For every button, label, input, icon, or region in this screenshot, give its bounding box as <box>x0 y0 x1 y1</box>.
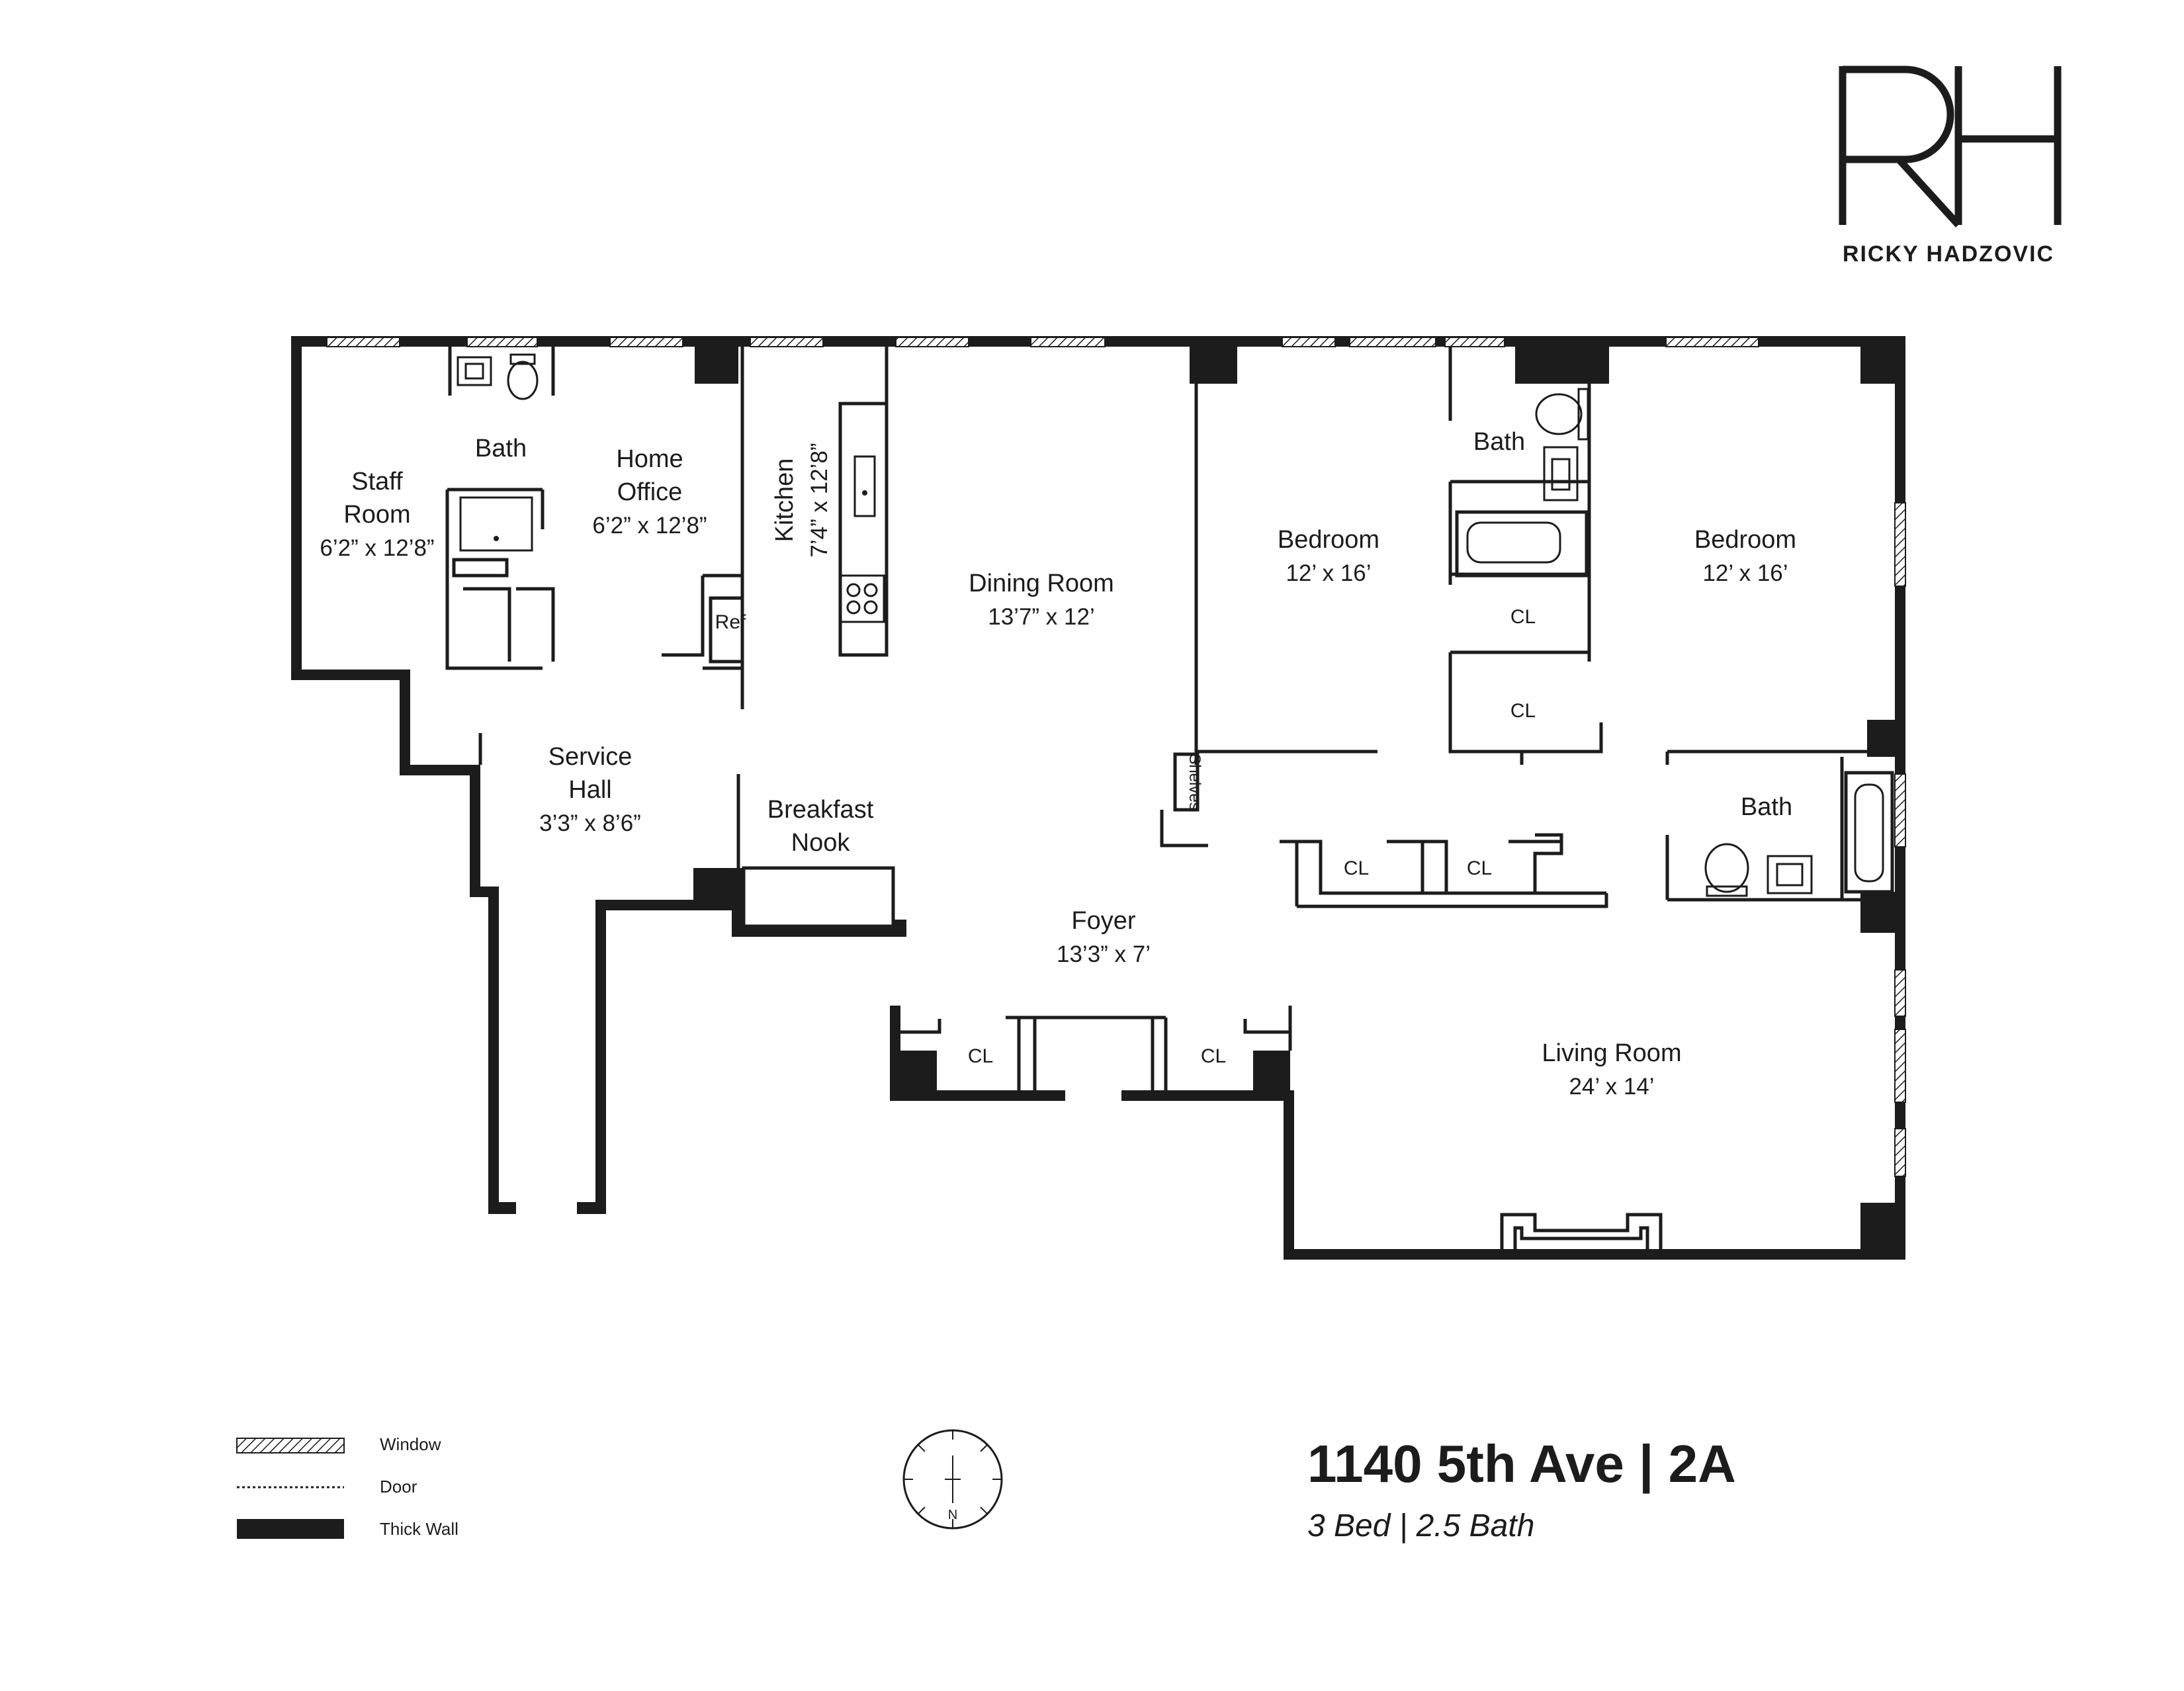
staff-room-dims: 6’2” x 12’8” <box>320 535 434 561</box>
kitchen-label: Kitchen <box>771 458 799 542</box>
window-12 <box>1894 773 1906 847</box>
dining-room-label: Dining Room <box>969 570 1114 597</box>
window-9 <box>1444 337 1505 347</box>
wall-step-4 <box>470 765 480 897</box>
bedroom-2-dims: 12’ x 16’ <box>1702 560 1788 586</box>
windows <box>326 337 1906 1177</box>
wall-foyer-bottom-left <box>890 1090 1065 1101</box>
window-3 <box>609 337 683 347</box>
living-room-label: Living Room <box>1542 1039 1681 1067</box>
closet-6-label: CL <box>1201 1045 1226 1067</box>
wall-nook-bottom <box>732 926 906 937</box>
wall-service-left <box>488 887 499 1214</box>
staff-room-label-1: Staff <box>351 468 403 496</box>
kitchen-dims: 7’4” x 12’8” <box>807 443 832 557</box>
wall-living-left <box>1284 1092 1294 1260</box>
window-13 <box>1894 969 1906 1017</box>
closet-1-label: CL <box>1510 606 1536 628</box>
wall-nook-bottom-end <box>893 920 906 937</box>
wall-step-2 <box>400 670 410 775</box>
service-hall-label-2: Hall <box>568 776 611 804</box>
legend: Window Door Thick Wall <box>236 1434 459 1539</box>
wall-bottom <box>1284 1249 1905 1260</box>
home-office-label-2: Office <box>617 478 683 506</box>
breakfast-nook-label-2: Nook <box>791 829 851 857</box>
closet-3-label: CL <box>1344 857 1369 879</box>
window-2 <box>466 337 538 347</box>
legend-thick-wall-swatch <box>237 1519 344 1539</box>
window-11 <box>1894 502 1906 587</box>
dining-room-dims: 13’7” x 12’ <box>988 604 1094 630</box>
legend-thick-wall-label: Thick Wall <box>380 1519 459 1539</box>
right-bath-label: Bath <box>1741 793 1792 821</box>
listing-address: 1140 5th Ave | 2A <box>1307 1434 1736 1494</box>
closet-5-label: CL <box>968 1045 993 1067</box>
bedroom-1-label: Bedroom <box>1278 526 1379 554</box>
window-5 <box>895 337 969 347</box>
home-office-label-1: Home <box>616 445 683 473</box>
window-4 <box>750 337 824 347</box>
column-4 <box>1860 347 1895 384</box>
column-8 <box>693 868 744 900</box>
window-7 <box>1282 337 1336 347</box>
wall-foyer-left <box>890 1006 900 1101</box>
column-3 <box>1515 347 1609 384</box>
legend-window-label: Window <box>380 1434 441 1454</box>
wall-step-1 <box>291 670 410 680</box>
bedroom-2-label: Bedroom <box>1694 526 1796 554</box>
interior-walls <box>445 347 1894 1249</box>
wall-foyer-bottom-right <box>1121 1090 1294 1101</box>
fridge-label: Ref <box>715 611 746 633</box>
closet-2-label: CL <box>1510 700 1536 722</box>
breakfast-nook-label-1: Breakfast <box>767 796 874 824</box>
brand-name: RICKY HADZOVIC <box>1843 241 2054 267</box>
shelves-label: Shelves <box>1186 754 1203 810</box>
legend-window-swatch <box>236 1438 345 1453</box>
column-1 <box>695 347 738 384</box>
exterior-walls <box>291 336 1905 1260</box>
window-8 <box>1349 337 1436 347</box>
compass-icon: N <box>902 1429 1003 1530</box>
wall-service-right-end <box>577 1202 606 1214</box>
service-hall-dims: 3’3” x 8’6” <box>539 810 641 836</box>
window-10 <box>1665 337 1759 347</box>
living-room-dims: 24’ x 14’ <box>1569 1074 1654 1100</box>
listing-summary: 3 Bed | 2.5 Bath <box>1307 1508 1534 1543</box>
home-office-dims: 6’2” x 12’8” <box>592 513 707 539</box>
wall-nook-bottom-left <box>595 900 742 910</box>
window-14 <box>1894 1029 1906 1103</box>
foyer-dims: 13’3” x 7’ <box>1057 941 1151 967</box>
wall-left <box>291 336 302 680</box>
wall-service-left-end <box>488 1202 516 1214</box>
room-labels: Staff Room 6’2” x 12’8” Bath Home Office… <box>320 428 1796 1100</box>
middle-bath-label: Bath <box>1473 428 1525 456</box>
wall-service-right <box>595 900 606 1214</box>
window-15 <box>1894 1128 1906 1177</box>
brand-logo: RICKY HADZOVIC <box>1839 65 2062 267</box>
window-6 <box>1030 337 1106 347</box>
legend-door-label: Door <box>380 1477 417 1496</box>
window-1 <box>326 337 400 347</box>
rh-monogram <box>1839 65 2062 228</box>
column-10 <box>1253 1051 1290 1090</box>
column-2 <box>1190 347 1237 384</box>
foyer-label: Foyer <box>1071 907 1135 935</box>
staff-room-label-2: Room <box>343 501 410 529</box>
staff-bath-label: Bath <box>475 435 527 462</box>
column-5 <box>1867 720 1895 757</box>
column-9 <box>900 1051 937 1090</box>
compass-north-label: N <box>948 1508 957 1522</box>
service-hall-label-1: Service <box>548 743 633 771</box>
listing-info: 1140 5th Ave | 2A 3 Bed | 2.5 Bath <box>1307 1434 1736 1543</box>
closet-4-label: CL <box>1467 857 1492 879</box>
column-6 <box>1860 892 1895 933</box>
wall-step-3 <box>400 765 480 775</box>
column-7 <box>1860 1203 1895 1249</box>
bedroom-1-dims: 12’ x 16’ <box>1286 560 1371 586</box>
